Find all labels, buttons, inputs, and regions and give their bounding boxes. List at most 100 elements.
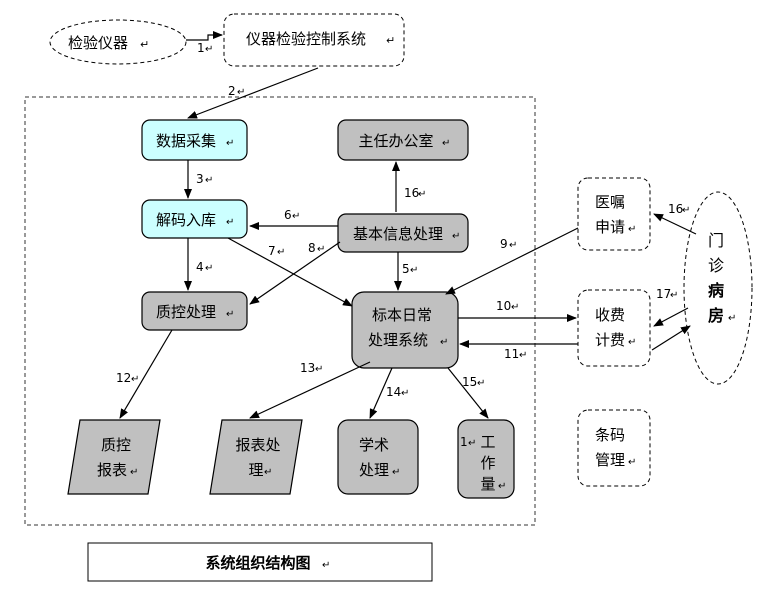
report-processing-node: 报表处 理 ↵ (209, 419, 303, 495)
barcode-line1: 条码 (595, 426, 625, 444)
svg-text:↵: ↵ (226, 217, 234, 228)
control-system-node: 仪器检验控制系统 ↵ (223, 13, 405, 67)
edge-17 (653, 307, 689, 327)
edge-14 (369, 367, 393, 419)
report-processing-line2: 理 (248, 461, 263, 479)
medical-order-line1: 医嘱 (595, 193, 625, 211)
workload-node: 1 ↵ 工 作 量 ↵ (457, 419, 515, 499)
svg-text:↵: ↵ (477, 378, 485, 389)
edge-12 (119, 329, 173, 419)
edge-7 (227, 237, 353, 307)
director-office-node: 主任办公室 ↵ (337, 119, 469, 161)
workload-line1: 工 (480, 433, 495, 451)
instrument-node: 检验仪器 ↵ (49, 19, 187, 65)
caption-box: 系统组织结构图 ↵ (87, 542, 433, 582)
qc-processing-node: 质控处理 ↵ (141, 291, 248, 331)
stray-label-1: 1 (460, 435, 468, 449)
svg-text:↵: ↵ (264, 467, 272, 478)
edge-10-label: 10 (496, 299, 511, 313)
edge-2-label: 2 (228, 84, 236, 98)
qc-processing-label: 质控处理 (156, 303, 216, 321)
qc-report-line1: 质控 (101, 436, 131, 454)
svg-text:↵: ↵ (205, 175, 213, 186)
svg-text:↵: ↵ (317, 244, 325, 255)
svg-text:↵: ↵ (237, 87, 245, 98)
svg-text:↵: ↵ (628, 337, 636, 348)
edge-15-label: 15 (462, 375, 477, 389)
svg-text:↵: ↵ (440, 337, 448, 348)
edge-8-label: 8 (308, 241, 316, 255)
edge-16a-label: 16 (404, 186, 419, 200)
svg-text:↵: ↵ (410, 265, 418, 276)
edge-8 (249, 241, 341, 305)
svg-text:↵: ↵ (277, 247, 285, 258)
decode-storage-label: 解码入库 (156, 211, 216, 229)
barcode-node: 条码 管理 ↵ (577, 409, 651, 487)
workload-line3: 量 (480, 475, 495, 493)
svg-text:↵: ↵ (442, 138, 450, 149)
edge-2 (187, 67, 319, 119)
qc-report-node: 质控 报表 ↵ (67, 419, 161, 495)
svg-text:↵: ↵ (519, 350, 527, 361)
basic-info-label: 基本信息处理 (353, 225, 443, 243)
svg-text:↵: ↵ (418, 189, 426, 200)
edge-1-label: 1 (197, 41, 205, 55)
report-processing-line1: 报表处 (235, 436, 280, 454)
edge-7-label: 7 (268, 244, 276, 258)
edge-billing-to-clinic (651, 325, 691, 351)
instrument-label: 检验仪器 (68, 34, 128, 52)
svg-text:↵: ↵ (226, 309, 234, 320)
billing-line2: 计费 (595, 331, 625, 349)
svg-text:↵: ↵ (205, 263, 213, 274)
workload-line2: 作 (480, 454, 495, 472)
svg-text:↵: ↵ (131, 374, 139, 385)
edge-17-label: 17 (656, 287, 671, 301)
data-collection-node: 数据采集 ↵ (141, 119, 248, 161)
clinic-line4: 房 (708, 306, 724, 325)
billing-line1: 收费 (595, 306, 625, 324)
system-boundary (24, 96, 536, 526)
svg-text:↵: ↵ (292, 211, 300, 222)
qc-report-line2: 报表 (97, 461, 127, 479)
edge-16b-label: 16 (668, 202, 683, 216)
decode-storage-node: 解码入库 ↵ (141, 199, 248, 239)
academic-line2: 处理 (359, 461, 389, 479)
svg-text:↵: ↵ (511, 302, 519, 313)
svg-text:↵: ↵ (682, 205, 690, 216)
svg-text:↵: ↵ (509, 240, 517, 251)
edge-1 (186, 31, 223, 41)
svg-text:↵: ↵ (322, 560, 330, 571)
control-system-label: 仪器检验控制系统 (246, 30, 366, 48)
clinic-ward-node: 门 诊 病 房 ↵ (683, 191, 753, 385)
edge-9 (445, 227, 579, 295)
svg-text:↵: ↵ (392, 467, 400, 478)
edge-16b (653, 213, 697, 235)
clinic-line1: 门 (708, 231, 724, 250)
medical-order-line2: 申请 (595, 218, 625, 236)
svg-text:↵: ↵ (315, 364, 323, 375)
edge-12-label: 12 (116, 371, 131, 385)
edge-5-label: 5 (402, 262, 410, 276)
edge-9-label: 9 (500, 237, 508, 251)
svg-text:↵: ↵ (205, 44, 213, 55)
daily-system-node: 标本日常 处理系统 ↵ (351, 291, 459, 369)
academic-line1: 学术 (359, 436, 389, 454)
svg-text:↵: ↵ (130, 467, 138, 478)
svg-text:↵: ↵ (386, 34, 395, 47)
svg-text:↵: ↵ (226, 138, 234, 149)
svg-text:↵: ↵ (628, 457, 636, 468)
academic-node: 学术 处理 ↵ (337, 419, 419, 495)
edge-11-label: 11 (504, 347, 519, 361)
basic-info-node: 基本信息处理 ↵ (337, 213, 469, 253)
edge-13 (249, 361, 371, 419)
svg-text:↵: ↵ (468, 438, 476, 449)
data-collection-label: 数据采集 (156, 132, 216, 150)
edge-14-label: 14 (386, 385, 401, 399)
edge-15 (447, 367, 489, 419)
director-office-label: 主任办公室 (358, 132, 433, 150)
clinic-line3: 病 (708, 281, 724, 300)
svg-text:↵: ↵ (140, 38, 149, 51)
edge-6-label: 6 (284, 208, 292, 222)
